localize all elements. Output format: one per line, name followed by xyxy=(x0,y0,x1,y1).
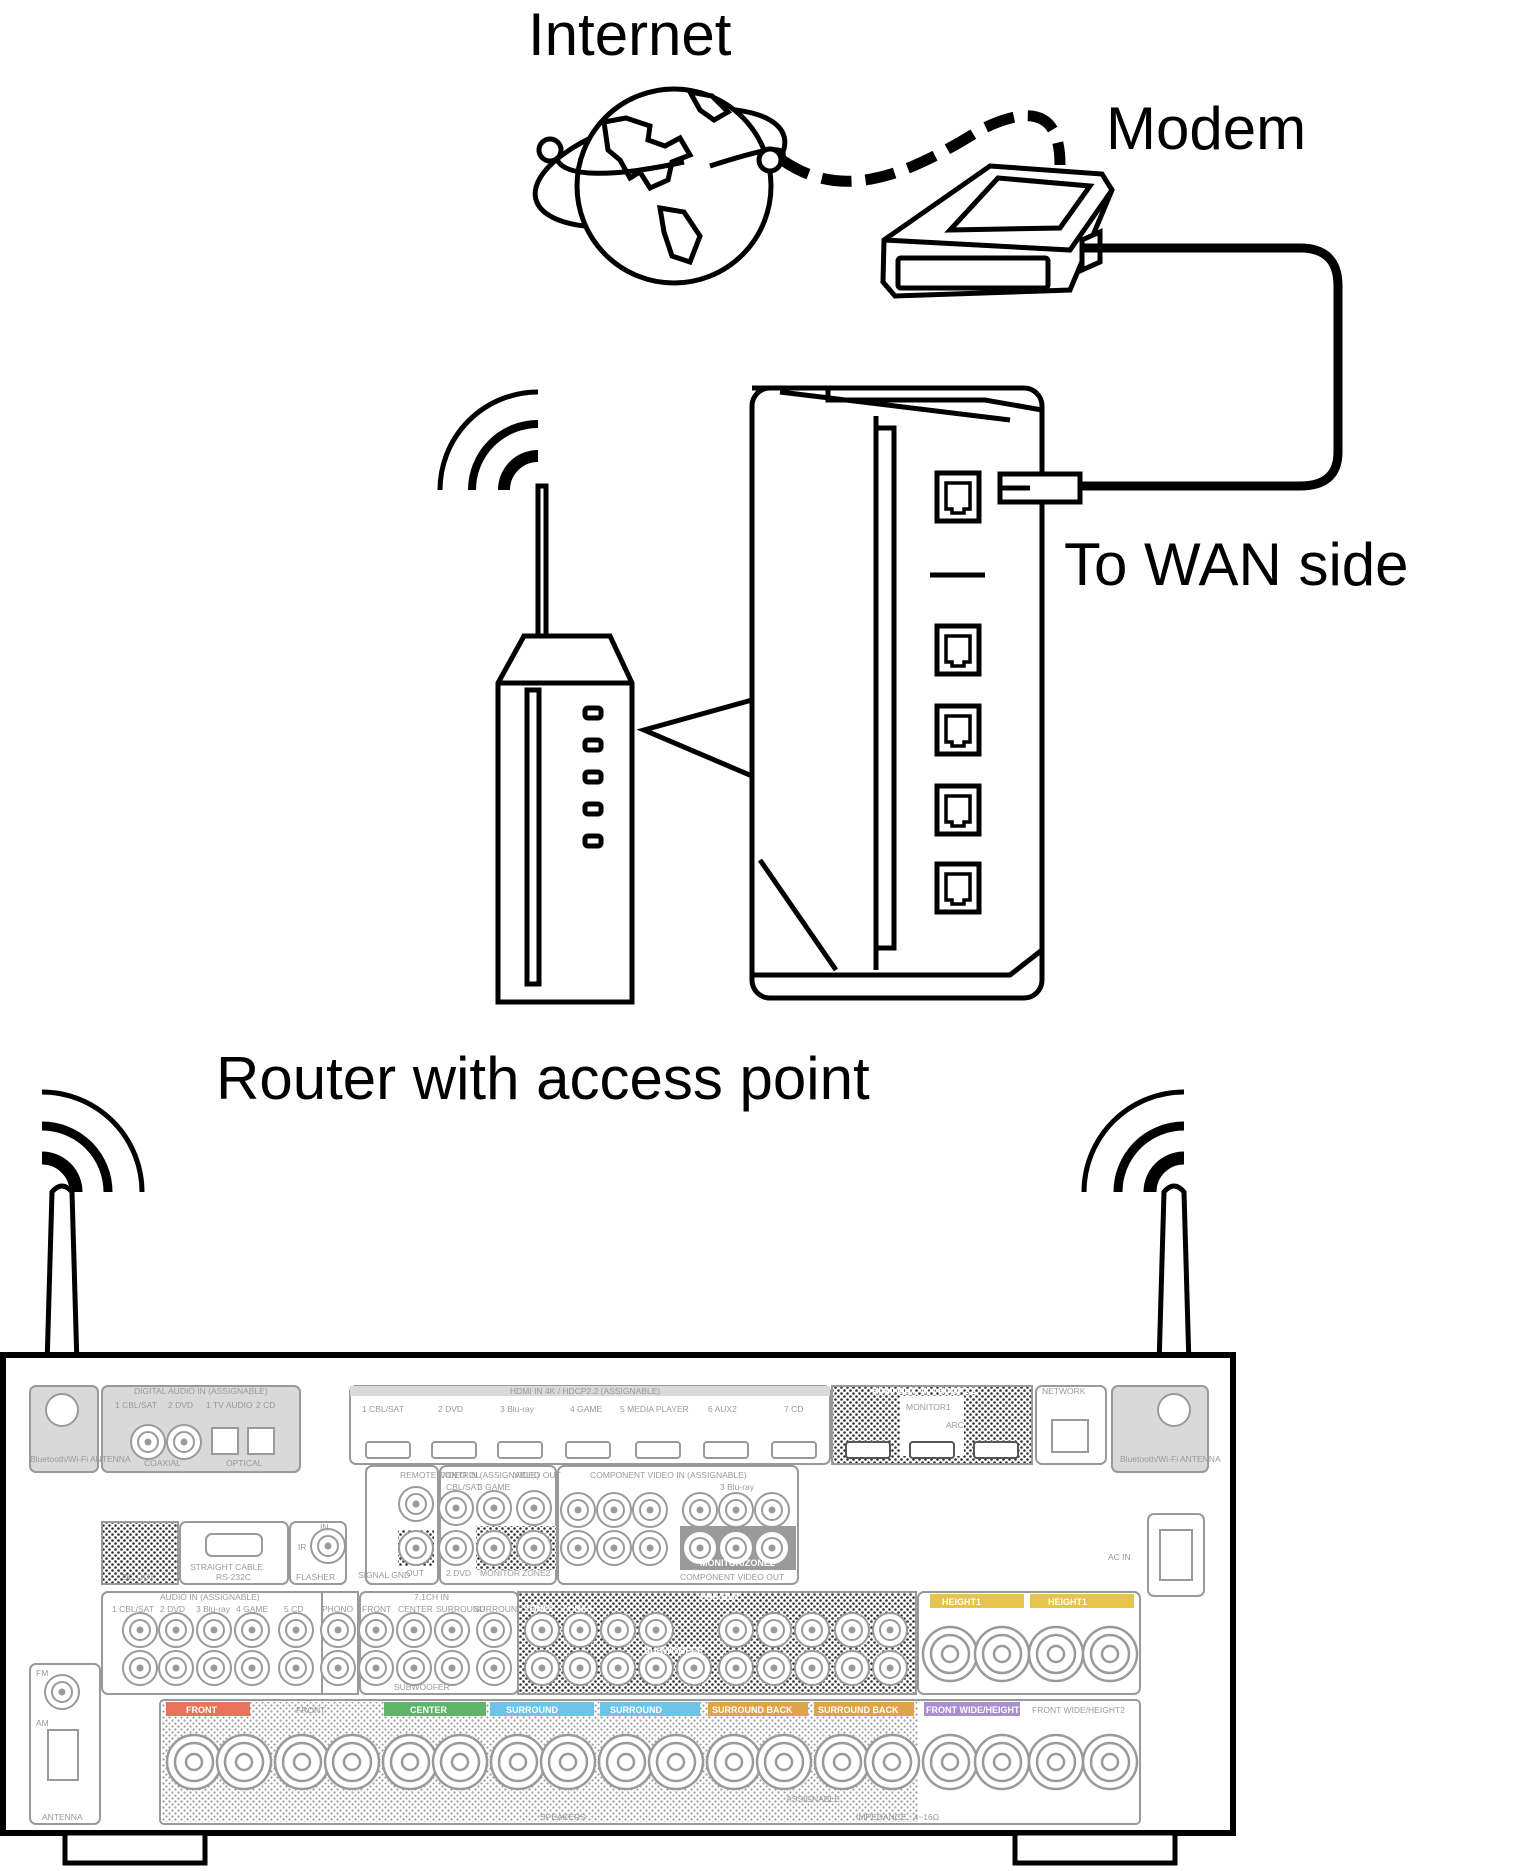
dc-out-label: DC OUT xyxy=(122,1572,155,1582)
component-video-out-label: COMPONENT VIDEO OUT xyxy=(680,1572,784,1582)
receiver-wifi-left-icon xyxy=(41,1089,145,1193)
hdmi-input-6: 6 AUX2 xyxy=(708,1404,737,1414)
digital-input-1: 1 CBL/SAT xyxy=(115,1400,157,1410)
audio-in-label: AUDIO IN (ASSIGNABLE) xyxy=(160,1592,260,1602)
surround-back-r-label: SURROUND BACK xyxy=(712,1705,793,1715)
hdmi-input-1: 1 CBL/SAT xyxy=(362,1404,404,1414)
ac-in-label: AC IN xyxy=(1108,1552,1131,1562)
front-wide-l-label: FRONT WIDE/HEIGHT2 xyxy=(1032,1705,1125,1715)
remote-control-label: REMOTE CONTROL xyxy=(400,1470,481,1480)
hdmi-input-2: 2 DVD xyxy=(438,1404,463,1414)
globe-icon xyxy=(532,86,788,286)
flasher-label: FLASHER xyxy=(296,1572,335,1582)
multich-surround: SURROUND xyxy=(436,1604,485,1614)
router-wifi-icon xyxy=(437,389,539,491)
height1-r-label: HEIGHT1 xyxy=(942,1597,981,1607)
audio-in-2: 2 DVD xyxy=(160,1604,185,1614)
router-callout xyxy=(636,696,755,780)
video-out-zone2: ZONE2 xyxy=(522,1568,551,1578)
pre-out-label: PRE OUT xyxy=(700,1592,741,1602)
audio-in-4: 4 GAME xyxy=(236,1604,268,1614)
flasher-in-label: IN xyxy=(320,1522,329,1532)
router-icon xyxy=(495,483,635,1005)
video-out-label: VIDEO OUT xyxy=(514,1470,561,1480)
coaxial-label: COAXIAL xyxy=(144,1458,181,1468)
surround-back-l-label: SURROUND BACK xyxy=(818,1705,899,1715)
video-in-game: 3 GAME xyxy=(478,1482,510,1492)
rj45-plug-icon xyxy=(997,471,1083,505)
hdmi-out-arc: ARC xyxy=(946,1420,964,1430)
internet-label: Internet xyxy=(528,1,732,68)
hdmi-input-3: 3 Blu-ray xyxy=(500,1404,535,1414)
signal-gnd-label: SIGNAL GND xyxy=(358,1570,410,1580)
receiver-wifi-right-icon xyxy=(1081,1089,1185,1193)
multich-subwoofer: SUBWOOFER xyxy=(394,1682,450,1692)
center-label: CENTER xyxy=(410,1705,448,1715)
router-back-panel xyxy=(749,385,1045,1001)
video-out-monitor: MONITOR xyxy=(480,1568,520,1578)
height1-l-label: HEIGHT1 xyxy=(1048,1597,1087,1607)
hdmi-out-monitor: MONITOR1 xyxy=(906,1402,951,1412)
pre-out-subwoofer: SUBWOOFER xyxy=(644,1646,704,1656)
video-in-label: VIDEO IN (ASSIGNABLE) xyxy=(440,1470,539,1480)
wan-side-label: To WAN side xyxy=(1064,531,1409,598)
internet-connection-line xyxy=(778,110,1066,187)
pre-out-zone2: ZONE2 xyxy=(524,1604,554,1614)
av-receiver-rear-panel: DIGITAL AUDIO IN (ASSIGNABLE) HDMI IN 4K… xyxy=(0,1352,1236,1866)
straight-cable-label: STRAIGHT CABLE xyxy=(190,1562,263,1572)
front-r-label: FRONT xyxy=(186,1705,217,1715)
hdmi-input-7: 7 CD xyxy=(784,1404,803,1414)
surround-r-label: SURROUND xyxy=(506,1705,559,1715)
router-label: Router with access point xyxy=(216,1045,870,1112)
video-in-cblsat: CBL/SAT xyxy=(446,1482,481,1492)
hdmi-out-label: HDMI OUT 4K / HDCP2.2 xyxy=(872,1386,976,1396)
multich-center: CENTER xyxy=(398,1604,433,1614)
audio-in-5: 5 CD xyxy=(284,1604,303,1614)
front-wide-r-label: FRONT WIDE/HEIGHT2 xyxy=(926,1705,1025,1715)
antenna-right-label: Bluetooth/Wi-Fi ANTENNA xyxy=(1120,1454,1221,1464)
multich-surround-back: SURROUND BACK xyxy=(474,1604,549,1614)
digital-input-3: 1 TV AUDIO xyxy=(206,1400,253,1410)
ir-label: IR xyxy=(298,1542,307,1552)
wan-cable xyxy=(1074,243,1343,491)
assignable-label: ASSIGNABLE xyxy=(786,1794,840,1804)
multich-in-label: 7.1CH IN xyxy=(414,1592,449,1602)
fm-label: FM xyxy=(36,1668,48,1678)
speakers-label: SPEAKERS xyxy=(540,1812,586,1822)
digital-audio-in-label: DIGITAL AUDIO IN (ASSIGNABLE) xyxy=(134,1386,268,1396)
hdmi-input-5: 5 MEDIA PLAYER xyxy=(620,1404,689,1414)
audio-in-3: 3 Blu-ray xyxy=(196,1604,231,1614)
modem-icon xyxy=(880,163,1115,299)
component-video-in-label: COMPONENT VIDEO IN (ASSIGNABLE) xyxy=(590,1470,747,1480)
hdmi-input-4: 4 GAME xyxy=(570,1404,602,1414)
front-l-label: FRONT xyxy=(296,1705,325,1715)
remote-out-label: OUT xyxy=(406,1568,424,1578)
digital-input-2: 2 DVD xyxy=(168,1400,193,1410)
audio-in-1: 1 CBL/SAT xyxy=(112,1604,154,1614)
network-label: NETWORK xyxy=(1042,1386,1086,1396)
am-label: AM xyxy=(36,1718,49,1728)
modem-label: Modem xyxy=(1106,95,1307,162)
antenna-left-label: Bluetooth/Wi-Fi ANTENNA xyxy=(30,1454,131,1464)
video-in-dvd: 2 DVD xyxy=(446,1568,471,1578)
optical-label: OPTICAL xyxy=(226,1458,263,1468)
impedance-label: IMPEDANCE : 4~16Ω xyxy=(856,1812,939,1822)
surround-l-label: SURROUND xyxy=(610,1705,663,1715)
component-bluray-label: 3 Blu-ray xyxy=(720,1482,755,1492)
pre-out-zone3: ZONE3 xyxy=(562,1604,592,1614)
hdmi-in-label: HDMI IN 4K / HDCP2.2 (ASSIGNABLE) xyxy=(510,1386,660,1396)
digital-input-4: 2 CD xyxy=(256,1400,275,1410)
multich-front: FRONT xyxy=(362,1604,391,1614)
monitor-zone2-label: MONITOR/ZONE2 xyxy=(700,1558,775,1568)
phono-label: PHONO xyxy=(322,1604,354,1614)
rs232c-label: RS-232C xyxy=(216,1572,251,1582)
antenna-bottom-label: ANTENNA xyxy=(42,1812,83,1822)
